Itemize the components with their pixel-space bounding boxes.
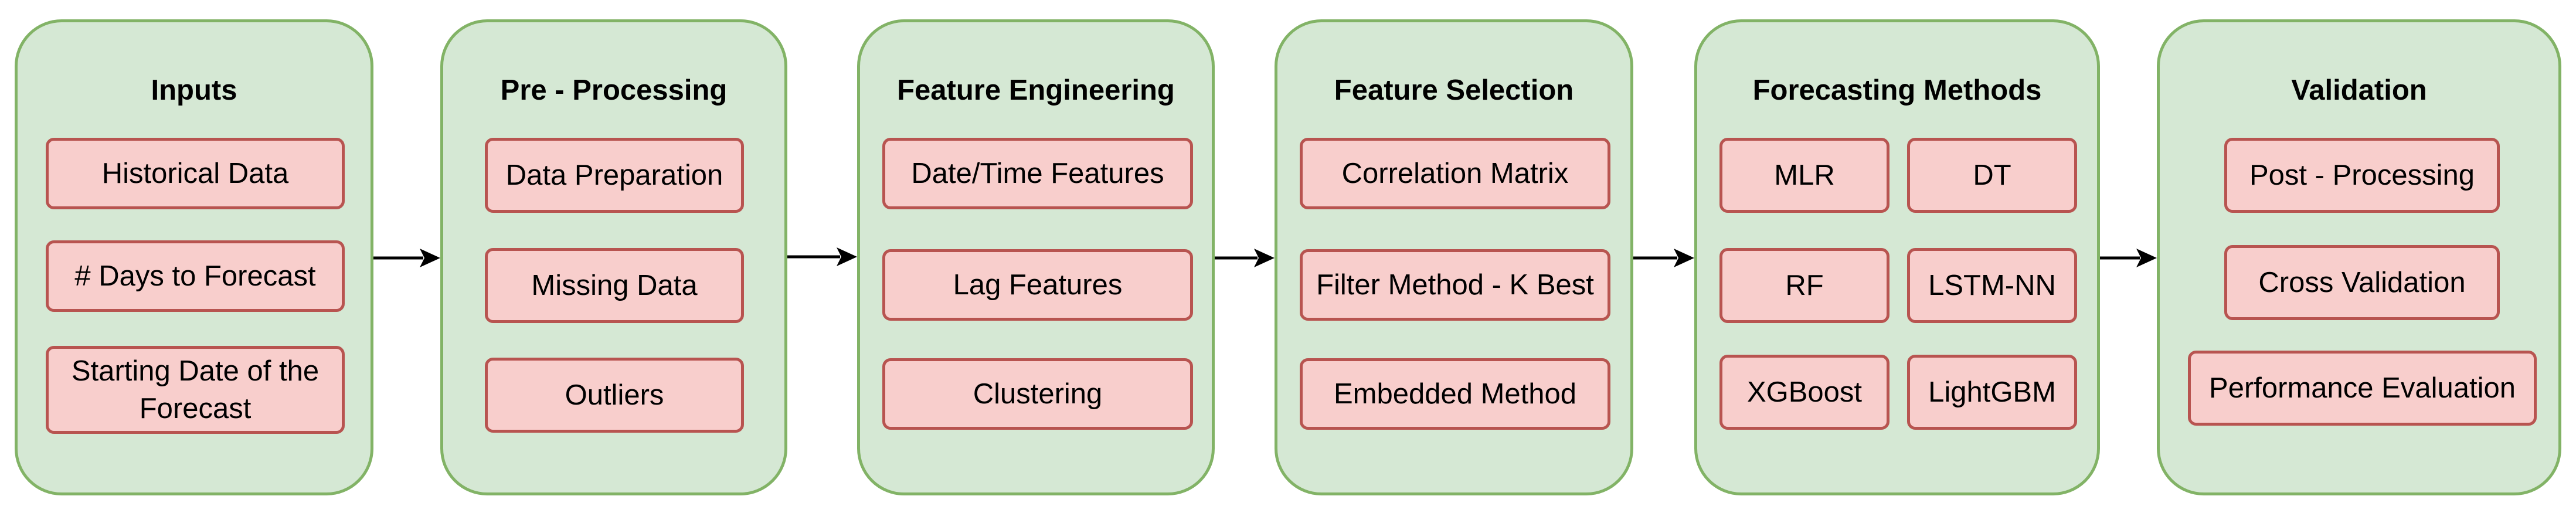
item-lstm-nn: LSTM-NN <box>1907 248 2077 323</box>
item-rf: RF <box>1719 248 1889 323</box>
stage-title: Validation <box>2291 74 2427 106</box>
arrow-inputs-to-pre-processing <box>373 249 440 267</box>
item-filter-method-k-best: Filter Method - K Best <box>1300 249 1610 321</box>
item-historical-data: Historical Data <box>46 138 345 209</box>
item-embedded-method: Embedded Method <box>1300 358 1610 430</box>
item-clustering: Clustering <box>882 358 1193 430</box>
item-missing-data: Missing Data <box>485 248 744 323</box>
arrow-feature-selection-to-forecasting-methods <box>1633 249 1694 267</box>
item-cross-validation: Cross Validation <box>2224 245 2500 320</box>
item-lag-features: Lag Features <box>882 249 1193 321</box>
stage-pre-processing: Pre - Processing Data Preparation Missin… <box>440 19 787 495</box>
item-xgboost: XGBoost <box>1719 355 1889 430</box>
stage-title: Inputs <box>151 74 237 106</box>
stage-validation: Validation Post - Processing Cross Valid… <box>2157 19 2561 495</box>
item-date-time-features: Date/Time Features <box>882 138 1193 209</box>
stage-inputs: Inputs Historical Data # Days to Forecas… <box>15 19 373 495</box>
item-dt: DT <box>1907 138 2077 213</box>
arrow-feature-engineering-to-feature-selection <box>1215 249 1275 267</box>
item-performance-evaluation: Performance Evaluation <box>2188 351 2537 426</box>
stage-title: Feature Selection <box>1334 74 1574 106</box>
arrow-pre-processing-to-feature-engineering <box>787 247 857 266</box>
stage-title: Forecasting Methods <box>1752 74 2042 106</box>
item-outliers: Outliers <box>485 358 744 433</box>
item-mlr: MLR <box>1719 138 1889 213</box>
stage-title: Pre - Processing <box>500 74 728 106</box>
item-days-to-forecast: # Days to Forecast <box>46 240 345 312</box>
item-post-processing: Post - Processing <box>2224 138 2500 213</box>
stage-feature-selection: Feature Selection Correlation Matrix Fil… <box>1275 19 1633 495</box>
stage-forecasting-methods: Forecasting Methods MLR DT RF LSTM-NN XG… <box>1694 19 2100 495</box>
stage-feature-engineering: Feature Engineering Date/Time Features L… <box>857 19 1215 495</box>
item-starting-date: Starting Date of the Forecast <box>46 346 345 434</box>
item-data-preparation: Data Preparation <box>485 138 744 213</box>
arrow-forecasting-methods-to-validation <box>2100 249 2157 267</box>
stage-title: Feature Engineering <box>897 74 1175 106</box>
item-lightgbm: LightGBM <box>1907 355 2077 430</box>
item-correlation-matrix: Correlation Matrix <box>1300 138 1610 209</box>
